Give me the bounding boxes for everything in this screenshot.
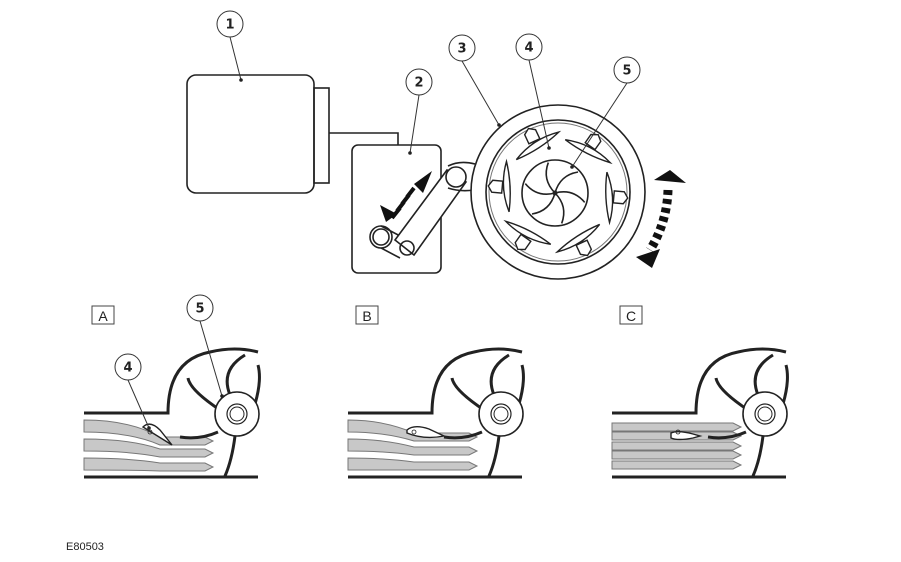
vane	[564, 133, 613, 165]
impeller-vane	[489, 353, 510, 396]
impeller-vane	[753, 353, 774, 396]
impeller-vane	[179, 430, 219, 440]
vane	[141, 423, 173, 446]
panel-label: C	[626, 308, 636, 324]
callout-number: 1	[225, 18, 234, 33]
impeller-hub	[478, 391, 524, 437]
rotation-arrow	[636, 170, 686, 268]
vane	[503, 219, 552, 251]
flow-arrow	[83, 438, 215, 458]
vane	[605, 171, 629, 226]
pump-housing	[445, 104, 646, 280]
impeller-vane	[443, 430, 483, 440]
vane	[554, 223, 601, 257]
callout-5: 5	[570, 56, 641, 169]
panel-b: B	[347, 305, 525, 479]
impeller-vane	[223, 435, 237, 477]
impeller-blades	[524, 162, 586, 224]
flow-arrow	[611, 441, 743, 451]
impeller-vane	[253, 364, 261, 405]
callout-4: 4	[515, 33, 551, 150]
callout-number: 3	[457, 42, 466, 57]
impeller-vane	[781, 364, 789, 405]
panel-label: A	[98, 308, 108, 324]
vane	[406, 426, 447, 439]
impeller-vane	[450, 377, 485, 412]
callout-number: 2	[414, 76, 423, 91]
impeller-hub	[214, 391, 260, 437]
callout-4: 4	[114, 353, 151, 430]
actuator-housing	[351, 144, 468, 274]
impeller-vane	[487, 435, 501, 477]
callout-number: 5	[622, 64, 631, 79]
flow-arrow	[611, 460, 743, 470]
callout-number: 4	[123, 361, 132, 376]
impeller-hub	[742, 391, 788, 437]
callout-5: 5	[186, 294, 224, 398]
vane	[487, 158, 511, 213]
panel-c: C	[611, 305, 789, 479]
figure-id: E80503	[66, 541, 104, 553]
flow-arrow	[83, 457, 215, 472]
flow-arrow	[611, 422, 743, 432]
callout-number: 5	[195, 302, 204, 317]
flow-arrow	[347, 438, 479, 456]
callout-3: 3	[448, 34, 501, 127]
callout-1: 1	[216, 10, 244, 82]
flow-arrow	[611, 450, 743, 460]
impeller-vane	[751, 435, 765, 477]
impeller-vane	[225, 353, 246, 396]
impeller-vane	[517, 364, 525, 405]
flow-arrow	[83, 419, 215, 446]
panel-label: B	[362, 308, 371, 324]
flow-arrow	[347, 457, 479, 471]
motor	[186, 74, 399, 194]
panel-a: A 5 4	[83, 294, 261, 479]
impeller-vane	[707, 430, 747, 440]
callout-number: 4	[524, 41, 533, 56]
callout-2: 2	[405, 68, 433, 155]
impeller-vane	[714, 377, 749, 412]
impeller-vane	[186, 377, 221, 412]
vane	[515, 127, 562, 161]
